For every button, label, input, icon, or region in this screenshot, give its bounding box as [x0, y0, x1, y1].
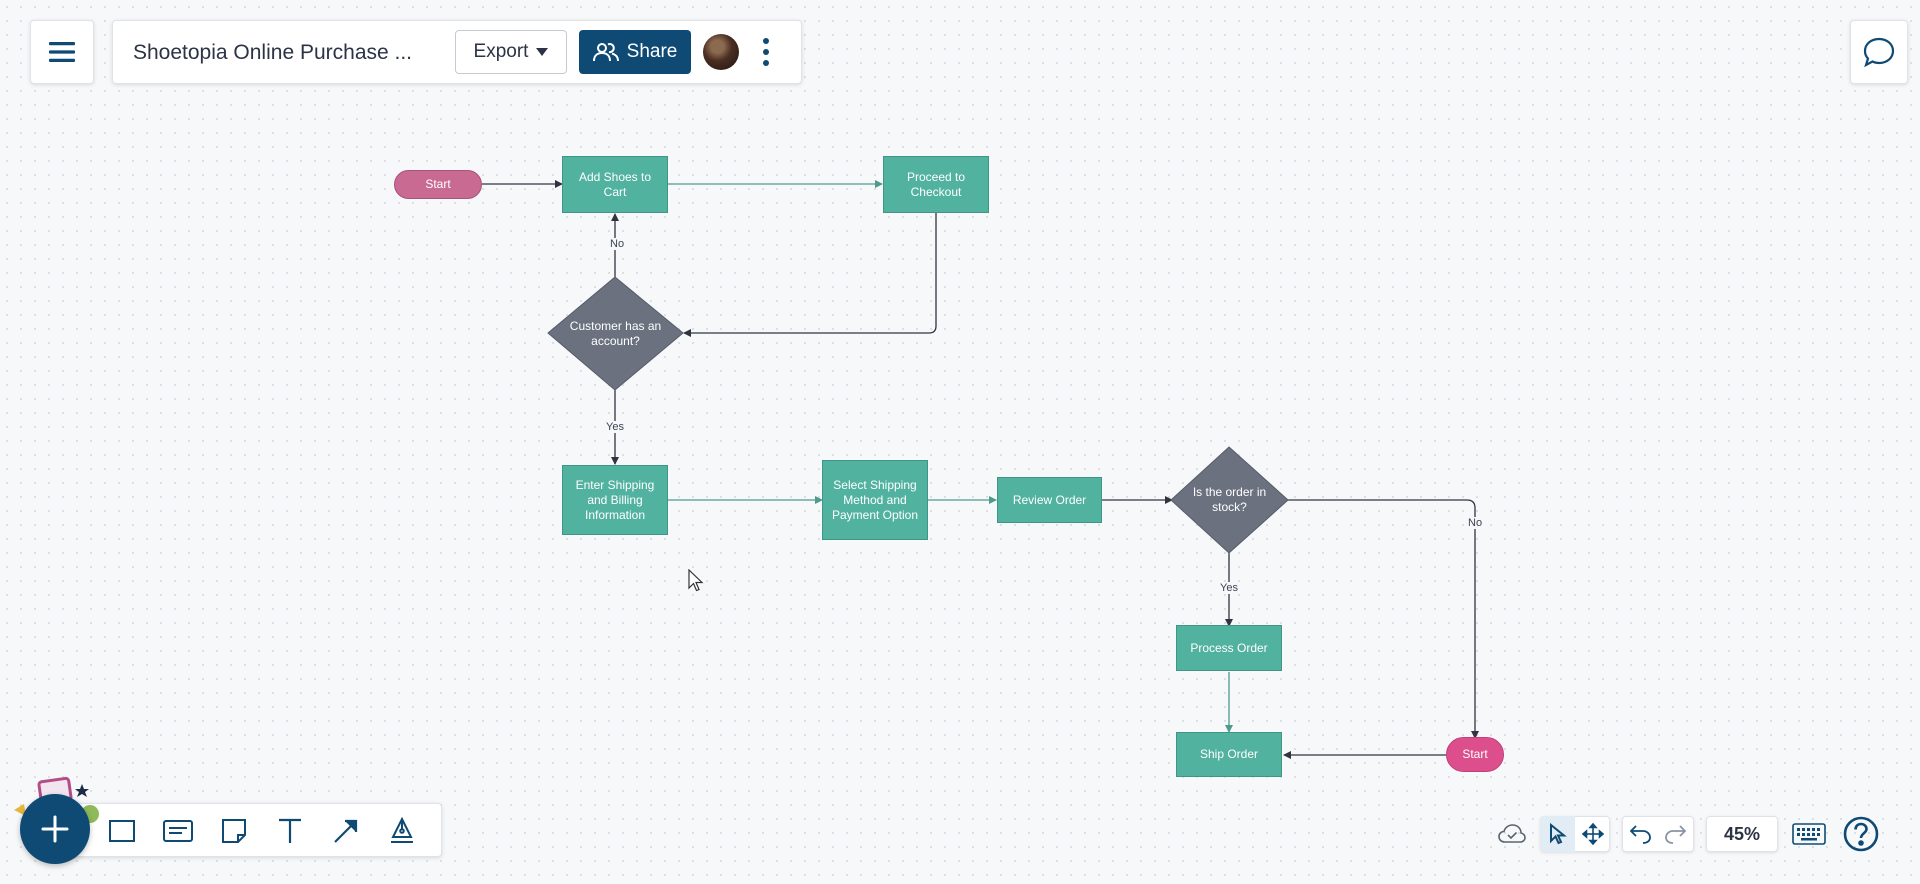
card-icon	[163, 820, 193, 842]
arrow-tool[interactable]	[329, 814, 363, 848]
select-shipping-method-node[interactable]: Select Shipping Method and Payment Optio…	[822, 460, 928, 540]
pan-tool[interactable]	[1575, 816, 1610, 852]
export-button[interactable]: Export	[455, 30, 567, 74]
decision-diamond-account-shape[interactable]	[547, 276, 684, 391]
zoom-level-value: 45%	[1723, 823, 1761, 844]
start-terminal-top[interactable]: Start	[394, 170, 482, 199]
redo-button[interactable]	[1658, 816, 1694, 852]
export-button-label: Export	[473, 41, 529, 62]
edge-label-yes-stock: Yes	[1218, 582, 1240, 594]
pen-icon	[391, 817, 413, 843]
process-order-node[interactable]: Process Order	[1176, 625, 1282, 671]
vertical-dots-icon	[763, 37, 769, 44]
edge-label-no-stock: No	[1466, 517, 1485, 529]
caret-down-icon	[536, 48, 549, 56]
shape-toolbar	[60, 803, 442, 857]
ship-order-node[interactable]: Ship Order	[1176, 732, 1282, 777]
cursor-icon	[1549, 823, 1567, 845]
document-title[interactable]: Shoetopia Online Purchase ...	[133, 41, 413, 64]
speech-bubble-icon	[1863, 37, 1895, 68]
user-avatar[interactable]	[703, 34, 739, 70]
review-order-node[interactable]: Review Order	[997, 477, 1102, 523]
mouse-cursor-icon	[688, 569, 704, 592]
undo-icon	[1629, 825, 1651, 844]
enter-shipping-billing-node[interactable]: Enter Shipping and Billing Information	[562, 465, 668, 535]
move-icon	[1581, 823, 1604, 845]
cloud-sync-status	[1496, 816, 1528, 852]
shapes-decoration-icon	[14, 776, 99, 823]
select-tool[interactable]	[1540, 816, 1575, 852]
share-button-label: Share	[626, 41, 678, 62]
hamburger-menu-icon	[49, 42, 75, 62]
people-icon	[592, 43, 619, 62]
sticky-note-tool[interactable]	[217, 814, 251, 848]
add-shape-button[interactable]	[20, 794, 90, 864]
arrow-icon	[334, 819, 358, 843]
edge-label-yes-account: Yes	[604, 421, 626, 433]
help-button[interactable]	[1840, 816, 1882, 852]
add-shoes-to-cart-node[interactable]: Add Shoes to Cart	[562, 156, 668, 213]
undo-button[interactable]	[1622, 816, 1658, 852]
decision-account-label: Customer has an account?	[569, 318, 662, 348]
keyboard-icon	[1792, 823, 1826, 845]
card-tool[interactable]	[161, 814, 195, 848]
decision-customer-account[interactable]: Customer has an account?	[548, 277, 683, 390]
sticky-note-icon	[222, 819, 246, 843]
start-terminal-bottom[interactable]: Start	[1446, 737, 1504, 772]
help-icon	[1843, 816, 1879, 852]
decision-stock-label: Is the order in stock?	[1192, 485, 1267, 514]
share-button[interactable]: Share	[579, 30, 691, 74]
redo-icon	[1665, 825, 1687, 844]
edge-checkout-to-decision[interactable]	[683, 213, 937, 337]
text-tool[interactable]	[273, 814, 307, 848]
edge-label-no-account: No	[608, 238, 627, 250]
more-options-button[interactable]	[757, 35, 775, 69]
document-title-bar: Shoetopia Online Purchase ... Export Sha…	[112, 20, 802, 84]
cloud-check-icon	[1498, 824, 1526, 843]
proceed-to-checkout-node[interactable]: Proceed to Checkout	[883, 156, 989, 213]
pen-tool[interactable]	[385, 814, 419, 848]
keyboard-shortcuts-button[interactable]	[1788, 816, 1830, 852]
add-icon	[41, 815, 69, 843]
text-icon	[279, 818, 301, 843]
zoom-control[interactable]	[1706, 816, 1778, 852]
comments-button[interactable]	[1850, 20, 1908, 84]
edge-stock-no-to-start[interactable]	[1288, 499, 1479, 739]
zoom-level-button[interactable]: 45%	[1706, 816, 1778, 852]
rectangle-tool[interactable]	[105, 814, 139, 848]
rectangle-icon	[109, 820, 135, 842]
decision-diamond-stock-shape[interactable]	[1170, 446, 1289, 554]
main-menu-button[interactable]	[30, 20, 94, 84]
decision-order-in-stock[interactable]: Is the order in stock?	[1171, 447, 1288, 553]
